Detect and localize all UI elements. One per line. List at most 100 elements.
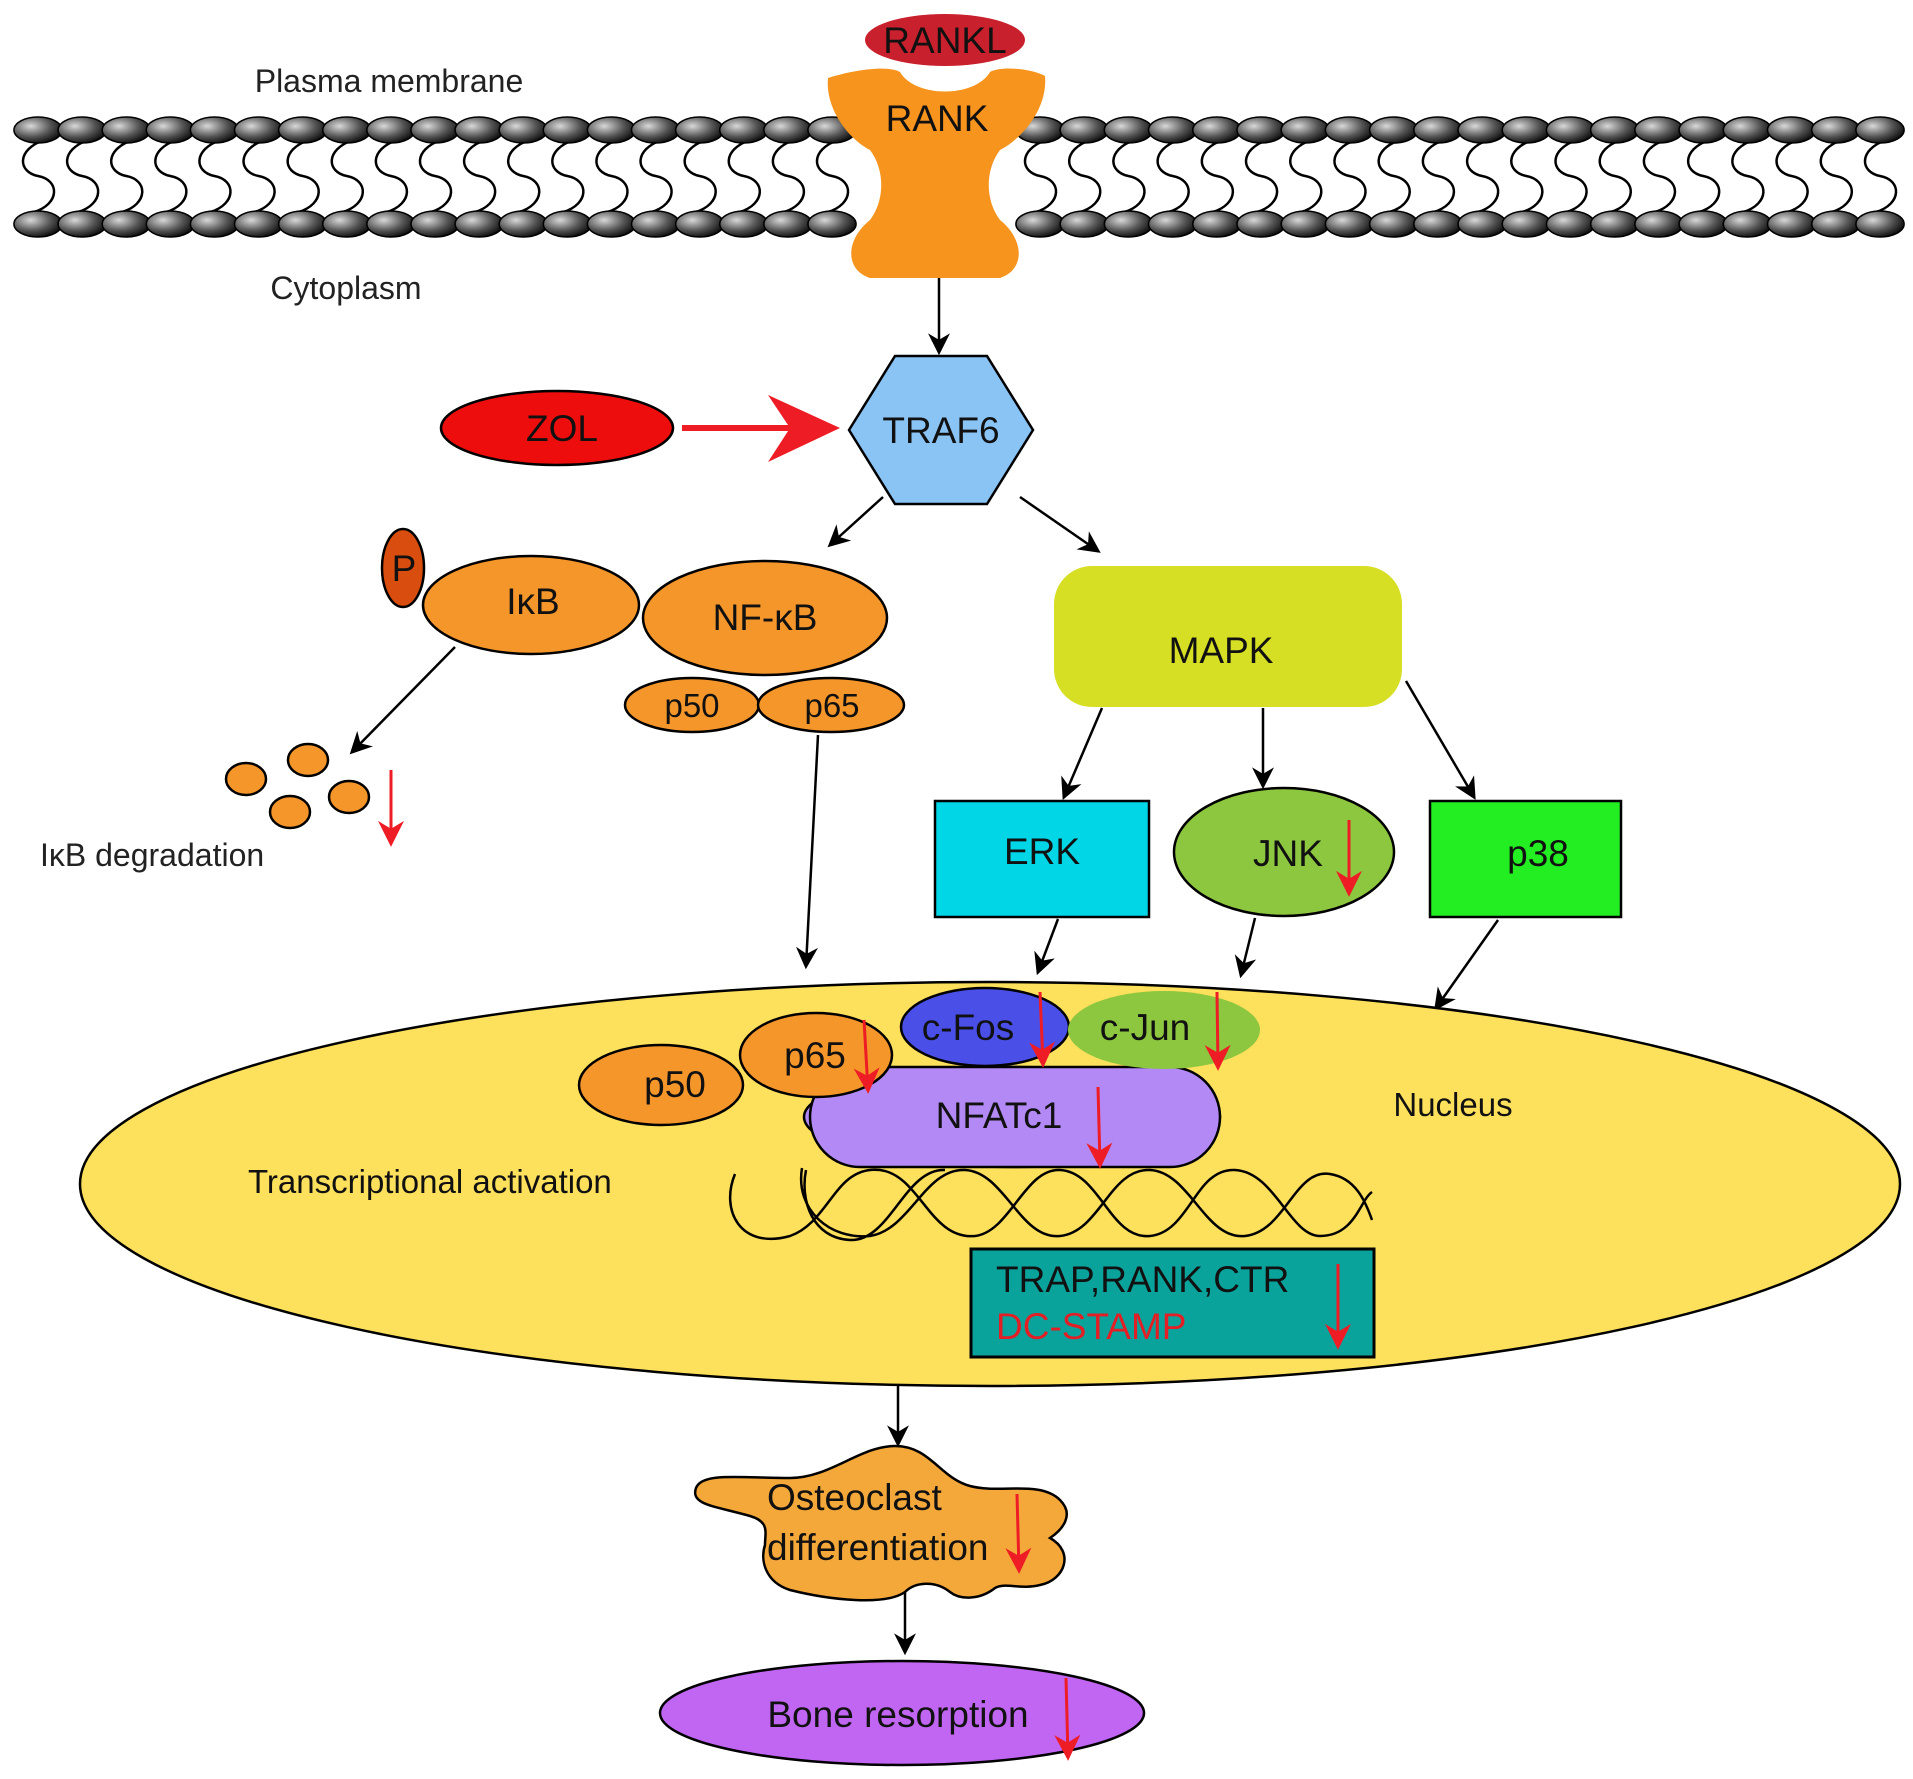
lipid-tail — [1642, 138, 1677, 214]
fragment — [224, 761, 268, 797]
lipid-head — [1015, 210, 1065, 238]
lipid-tail — [683, 138, 717, 214]
lipid-head — [1501, 210, 1552, 238]
lipid-tail — [1112, 138, 1146, 214]
transcriptional-activation-label: Transcriptional activation — [248, 1163, 612, 1200]
lipid-tail — [1377, 138, 1411, 214]
lipid-head — [807, 210, 857, 238]
p65-ellipse — [756, 676, 906, 734]
lipid-tail — [639, 138, 673, 214]
phospho-ellipse — [380, 527, 426, 609]
mapk-label: MAPK — [1169, 630, 1274, 671]
lipid-head — [454, 116, 504, 144]
erk-box — [933, 799, 1151, 919]
traf6-hexagon — [847, 354, 1035, 506]
arrow-mapk-to-p38 — [1404, 680, 1476, 800]
lipid-bilayer-left — [13, 116, 857, 238]
plasma-membrane-label: Plasma membrane — [255, 63, 524, 99]
lipid-head — [1545, 116, 1596, 144]
lipid-head — [57, 116, 107, 144]
lipid-head — [1147, 116, 1198, 144]
lipid-head — [763, 116, 813, 144]
decrease-arrow-cjun — [1204, 991, 1231, 1071]
lipid-head — [1280, 116, 1331, 144]
lipid-tail — [198, 138, 232, 214]
lipid-head — [1413, 210, 1463, 238]
decrease-arrow-nfatc1 — [1086, 1086, 1113, 1169]
ikb-degradation-label: IκB degradation — [40, 837, 264, 873]
ikb-ellipse — [421, 554, 641, 656]
arrow-p65-to-nucleus — [795, 734, 820, 970]
lipid-head — [321, 116, 372, 144]
nuclear-transcription-complex: p50 NFATc1 p65 c-Fos c-Jun — [577, 986, 1260, 1169]
ikb-fragments — [224, 742, 371, 830]
lipid-head — [1324, 210, 1375, 238]
lipid-head — [410, 116, 460, 144]
arrow-jnk-to-nucleus — [1234, 917, 1257, 979]
target-genes-line2: DC-STAMP — [996, 1306, 1186, 1347]
lipid-head — [718, 116, 769, 144]
lipid-tail — [771, 138, 806, 214]
bone-resorption-label: Bone resorption — [767, 1694, 1028, 1735]
lipid-tail — [1023, 138, 1058, 214]
lipid-head — [1191, 116, 1242, 144]
lipid-head — [1236, 116, 1286, 144]
dna-strand-c — [803, 1168, 946, 1242]
fragment — [286, 742, 330, 778]
lipid-head — [1059, 210, 1110, 238]
target-genes-box: TRAP,RANK,CTR DC-STAMP — [969, 1247, 1376, 1359]
lipid-head — [1810, 210, 1861, 238]
red-arrowhead — [768, 395, 840, 462]
lipid-tail — [1200, 138, 1235, 214]
lipid-head — [498, 210, 549, 238]
lipid-tail — [330, 138, 364, 214]
cfos-label: c-Fos — [922, 1007, 1015, 1048]
lipid-head — [586, 116, 637, 144]
lipid-head — [366, 210, 416, 238]
lipid-head — [1855, 210, 1905, 238]
erk-node: ERK — [933, 799, 1151, 919]
lipid-tail — [65, 138, 100, 214]
nucleus-ellipse — [78, 980, 1902, 1388]
lipid-head — [1766, 210, 1817, 238]
lipid-head — [189, 210, 240, 238]
lipid-head — [57, 210, 107, 238]
lipid-head — [1103, 210, 1154, 238]
lipid-head — [1589, 210, 1640, 238]
arrow-erk-to-nucleus — [1034, 918, 1060, 976]
lipid-head — [454, 210, 504, 238]
nuc-p50-ellipse — [577, 1043, 745, 1127]
lipid-head — [1810, 116, 1861, 144]
lipid-tail — [1554, 138, 1588, 214]
lipid-tail — [1465, 138, 1500, 214]
p38-node: p38 — [1428, 799, 1623, 919]
lipid-head — [1236, 210, 1286, 238]
lipid-head — [101, 210, 152, 238]
p38-box — [1428, 799, 1623, 919]
p38-label: p38 — [1507, 833, 1569, 874]
lipid-tail — [1244, 138, 1279, 214]
arrow-ikb-to-degradation — [349, 646, 456, 755]
nfkb-label: NF-κB — [713, 597, 818, 638]
lipid-head — [189, 116, 240, 144]
lipid-head — [145, 116, 196, 144]
mapk-box — [1054, 566, 1402, 707]
lipid-tail — [727, 138, 761, 214]
phospho-label: P — [392, 548, 417, 589]
traf6-node: TRAF6 — [847, 354, 1035, 506]
target-genes-line1: TRAP,RANK,CTR — [996, 1259, 1289, 1300]
lipid-head — [321, 210, 372, 238]
rank-receptor: RANK — [827, 68, 1046, 278]
dna-strand-a — [728, 1168, 1373, 1241]
lipid-head — [410, 210, 460, 238]
cytoplasm-label: Cytoplasm — [270, 270, 421, 306]
rank-label: RANK — [886, 98, 989, 139]
lipid-tail — [595, 138, 629, 214]
lipid-head — [674, 116, 725, 144]
lipid-head — [1678, 116, 1729, 144]
lipid-tail — [1068, 138, 1102, 214]
dna-strand-b — [799, 1167, 1374, 1238]
lipid-tail — [1156, 138, 1190, 214]
lipid-head — [1191, 210, 1242, 238]
lipid-head — [1722, 210, 1773, 238]
